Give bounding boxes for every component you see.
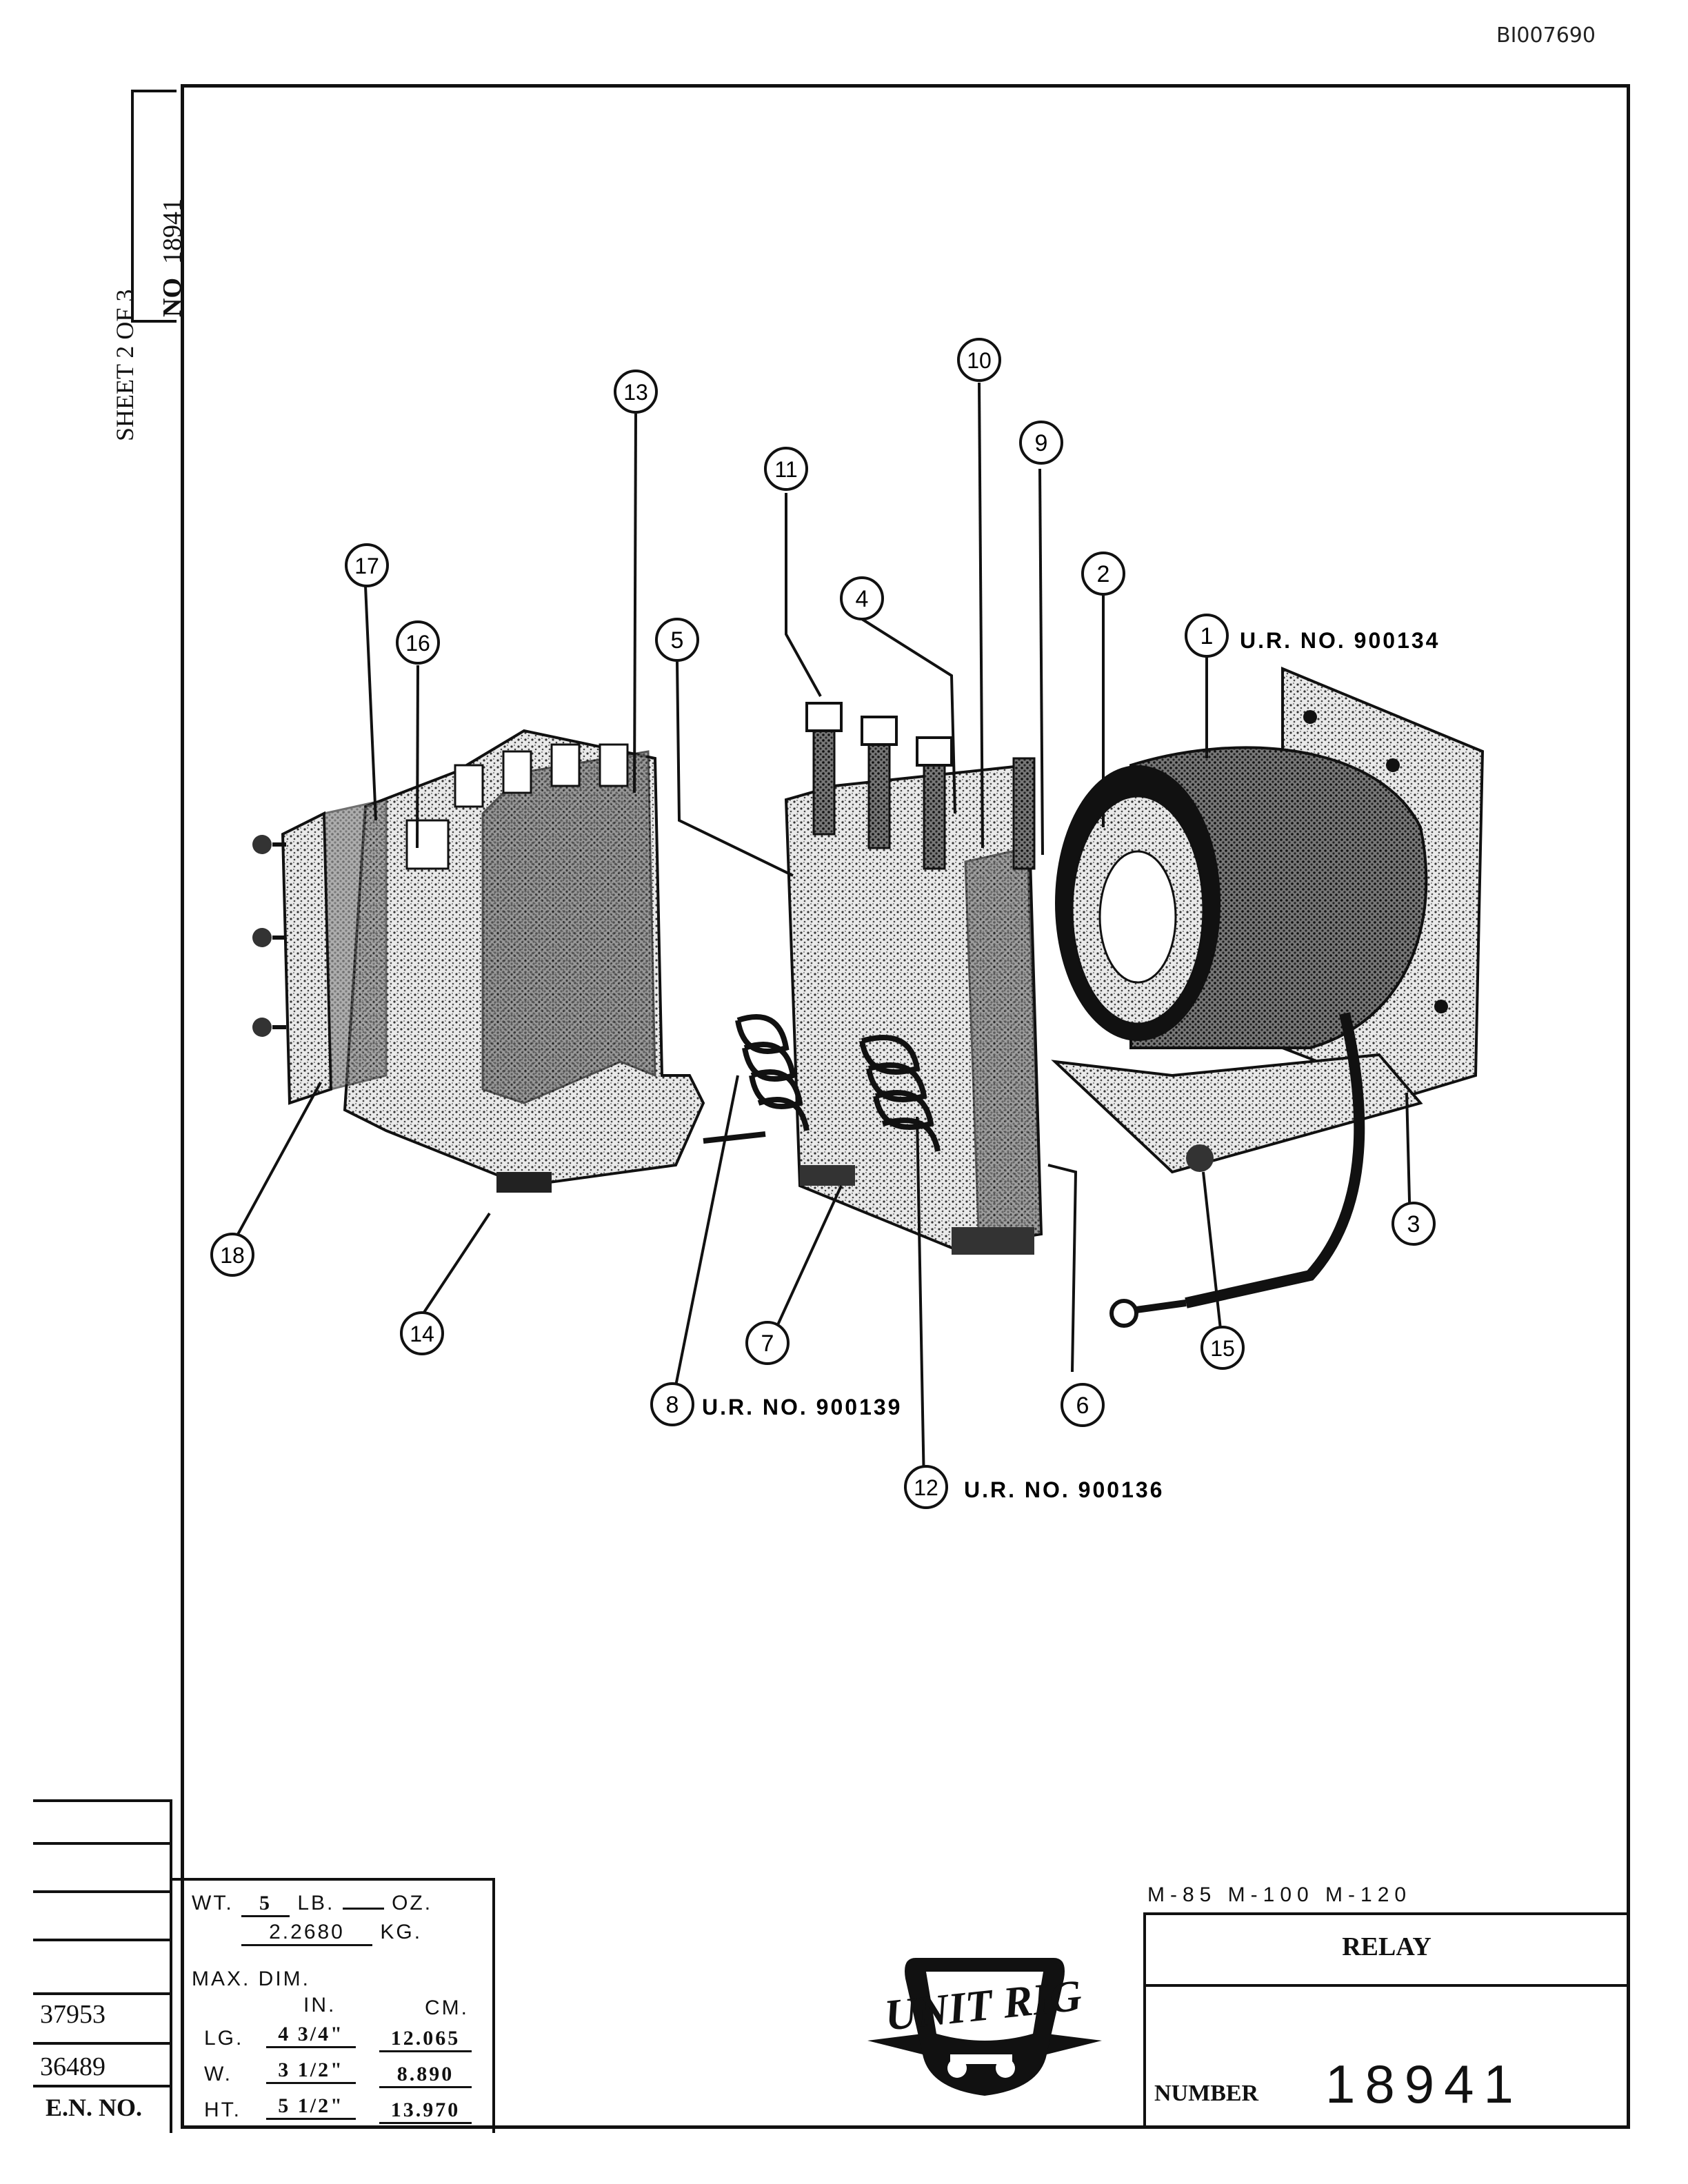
weight-oz-label: OZ. [392,1892,433,1914]
weight-label: WT. [192,1892,234,1914]
callout-12-part-number: U.R. NO. 900136 [964,1477,1164,1502]
callout-8: 8 [650,1382,694,1426]
callout-16: 16 [396,620,440,665]
dim-row-height-cm: 13.970 [379,2099,472,2124]
drawing-number: 18941 [1325,2054,1523,2114]
callout-17-number: 17 [354,554,379,578]
drawing-frame [181,84,1630,2129]
callout-1-part-number: U.R. NO. 900134 [1240,628,1440,653]
en-number-label: E.N. NO. [46,2094,143,2121]
title-divider [1146,1984,1627,1987]
dim-row-length-in: 4 3/4" [266,2023,356,2048]
revision-entry: 37953 [40,2000,106,2029]
callout-14: 14 [400,1311,444,1355]
callout-4-number: 4 [856,586,869,612]
callout-9: 9 [1019,421,1063,465]
callout-7-number: 7 [761,1331,774,1357]
callout-7: 7 [745,1321,790,1365]
dim-row-width-cm: 8.890 [379,2063,472,2088]
callout-3-number: 3 [1407,1211,1420,1237]
callout-5: 5 [655,618,699,662]
sheet-info-block: SHEET 2 OF 3 NO18941 [34,90,187,441]
revision-rule [33,2085,170,2087]
callout-2: 2 [1081,552,1125,596]
callout-14-number: 14 [410,1322,434,1346]
weight-lb-value: 5 [241,1892,290,1917]
revision-rule [33,1842,170,1845]
callout-18-number: 18 [220,1243,245,1268]
revision-rule [33,1939,170,1941]
callout-6: 6 [1061,1383,1105,1427]
dim-row-length-cm: 12.065 [379,2027,472,2052]
weight-kg-value: 2.2680 [241,1921,372,1946]
document-id: BI007690 [1496,23,1596,48]
callout-11: 11 [764,447,808,491]
revision-rule [33,1992,170,1995]
callout-17: 17 [345,543,389,587]
callout-2-number: 2 [1097,561,1110,587]
weight-oz-value [342,1908,384,1910]
callout-3: 3 [1391,1202,1436,1246]
weight-lb-label: LB. [297,1892,335,1914]
contact-housing-assembly [252,729,705,1193]
drawing-title: RELAY [1342,1932,1431,1961]
callout-12: 12 [904,1465,948,1509]
inch-column-label: IN. [303,1994,336,2016]
dim-row-height-label: HT. [204,2099,241,2121]
callout-15-number: 15 [1210,1336,1235,1361]
cm-column-label: CM. [425,1996,469,2019]
revision-rule [33,1890,170,1893]
max-dim-heading: MAX. DIM. [192,1968,311,1990]
callout-9-number: 9 [1035,430,1048,456]
callout-13: 13 [614,370,658,414]
callout-6-number: 6 [1076,1393,1089,1419]
spring-right [859,1035,941,1152]
weight-line: WT. 5 LB. OZ. [192,1892,432,1917]
callout-4: 4 [840,576,884,620]
number-box [131,90,177,323]
dim-row-width-label: W. [204,2063,232,2085]
dim-row-length-label: LG. [204,2027,244,2050]
armature-contact-assembly [703,702,1043,1255]
callout-10-number: 10 [967,348,992,373]
callout-8-part-number: U.R. NO. 900139 [702,1395,902,1419]
dim-row-width-in: 3 1/2" [266,2059,356,2084]
weight-kg-label: KG. [380,1921,423,1943]
unit-rig-logo: UNIT RIG [867,1958,1102,2096]
leader-lines [231,382,1411,1486]
dim-row-height-in: 5 1/2" [266,2094,356,2120]
callout-1-number: 1 [1200,623,1214,649]
model-list: M-85 M-100 M-120 [1147,1883,1412,1906]
callout-11-number: 11 [774,457,797,482]
revision-rule [33,1799,170,1802]
weight-dimension-box: WT. 5 LB. OZ. 2.2680 KG. MAX. DIM. IN. C… [170,1878,495,2133]
callout-12-number: 12 [914,1475,938,1500]
callout-1: 1 [1185,614,1229,658]
callout-18: 18 [210,1233,254,1277]
spring-left [735,1014,810,1131]
title-block: RELAY NUMBER 18941 [1143,1912,1630,2129]
callout-10: 10 [957,338,1001,382]
weight-kg-line: 2.2680 KG. [241,1921,422,1946]
revision-rule [33,2042,170,2045]
callout-13-number: 13 [623,380,648,405]
callout-8-number: 8 [666,1392,679,1418]
callout-16-number: 16 [405,631,430,656]
drawing-number-label: NUMBER [1154,2081,1259,2106]
callout-15: 15 [1200,1326,1245,1370]
coil-assembly [1051,667,1485,1328]
callout-5-number: 5 [671,627,684,654]
revision-entry: 36489 [40,2052,106,2081]
